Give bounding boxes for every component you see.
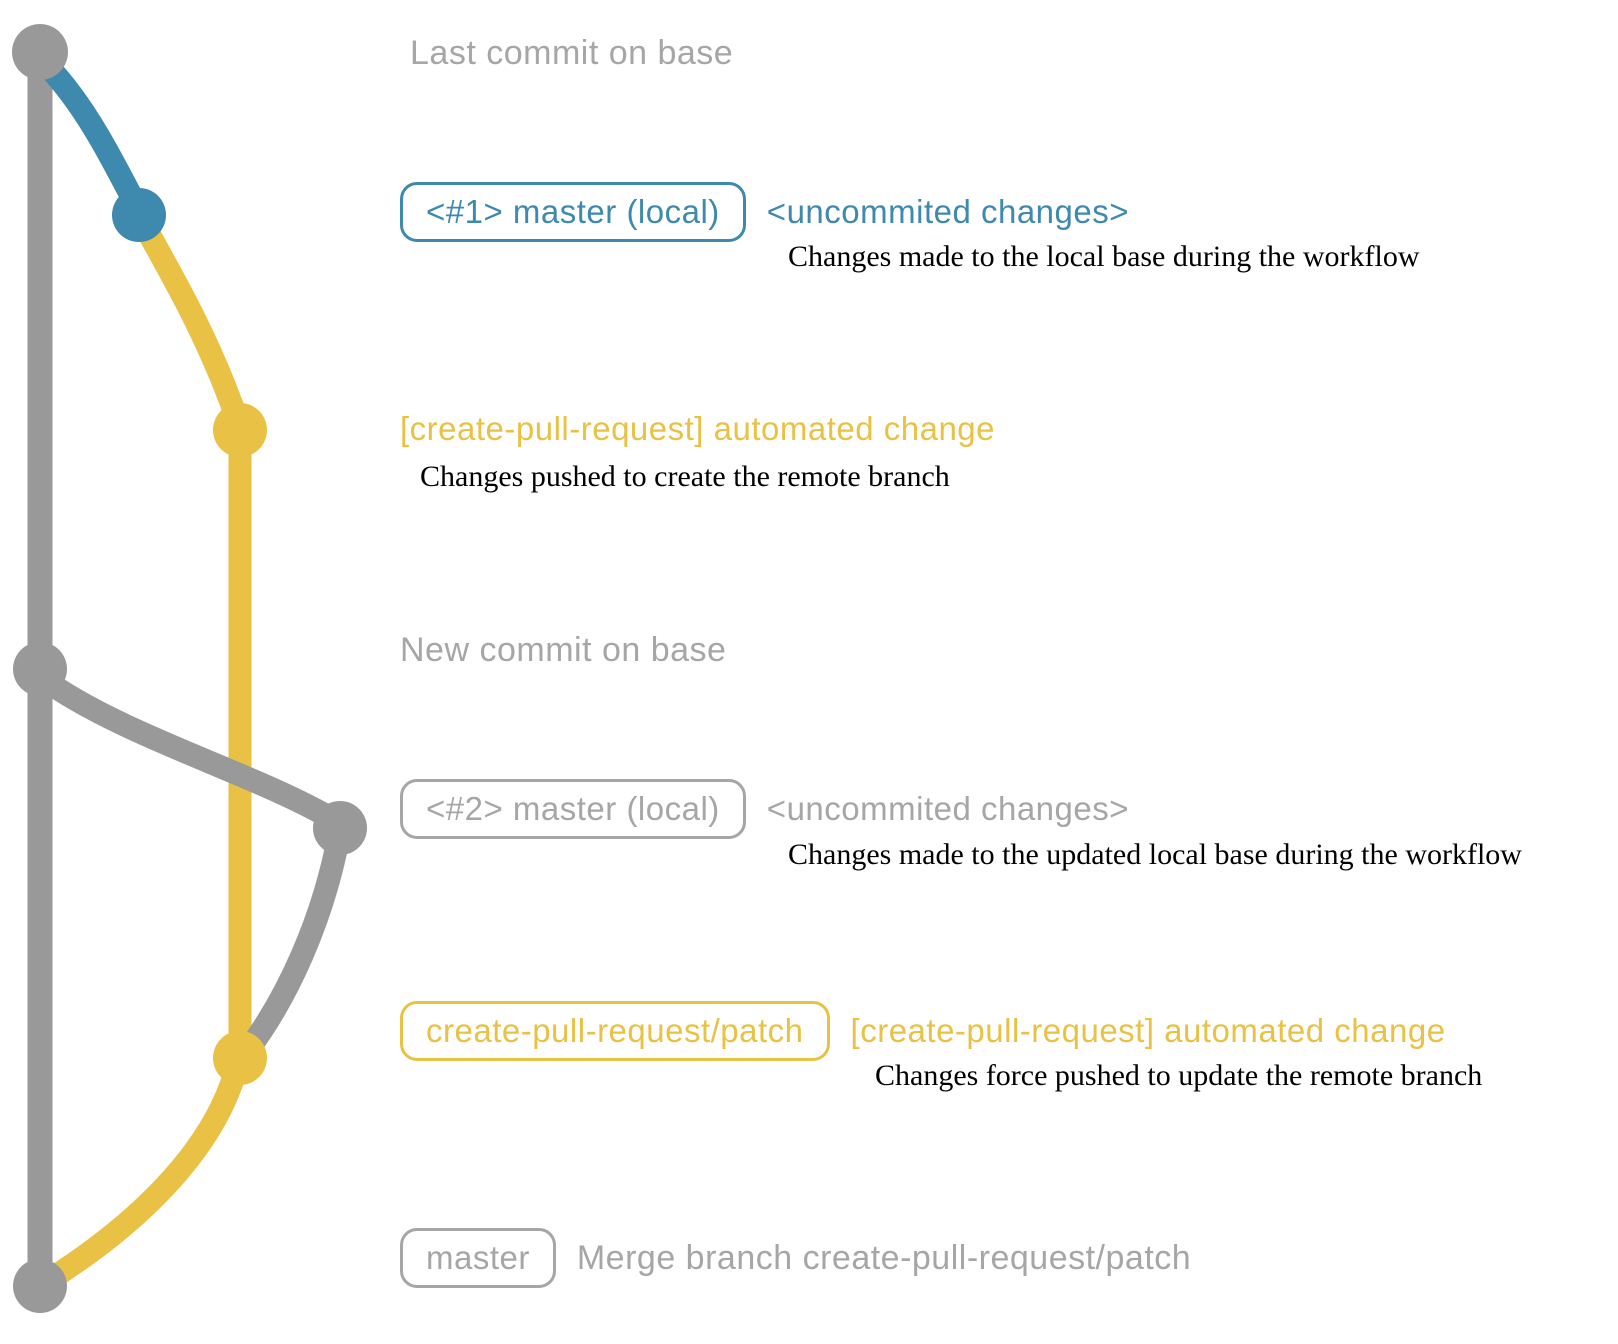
branch-local-master-1 [28,46,149,219]
caption-local-base-changes-1: Changes made to the local base during th… [788,240,1420,273]
caption-updated-local-base-changes: Changes made to the updated local base d… [788,838,1522,871]
branch-local-master-2-upper [30,666,346,832]
label-last-commit-on-base: Last commit on base [410,34,734,72]
branch-badge-create-pull-request-patch: create-pull-request/patch [400,1001,830,1061]
branch-local-master-2-lower [236,828,350,1062]
caption-pushed-to-create: Changes pushed to create the remote bran… [420,460,950,493]
commit-node-last-commit-on-base [12,24,68,80]
commit-node-local-master-2 [313,801,367,855]
branch-patch-merge-curve [34,1050,250,1294]
commit-message-automated-change-1: [create-pull-request] automated change [400,410,996,447]
caption-force-pushed-update: Changes force pushed to update the remot… [875,1059,1483,1092]
row-patch-branch: create-pull-request/patch [create-pull-r… [400,1001,1446,1061]
commit-node-new-commit-on-base [13,642,67,696]
row-local-master-1: <#1> master (local) <uncommited changes> [400,182,1129,242]
commit-node-patch-2 [213,1031,267,1085]
commit-message-uncommited-2: <uncommited changes> [766,790,1130,827]
label-new-commit-on-base: New commit on base [400,631,727,669]
commit-message-automated-change-2: [create-pull-request] automated change [850,1012,1446,1049]
branch-patch-upper-curve [127,204,251,437]
row-local-master-2: <#2> master (local) <uncommited changes> [400,779,1129,839]
commit-node-local-master-1 [112,188,166,242]
branch-badge-master: master [400,1228,556,1288]
row-merge-commit: master Merge branch create-pull-request/… [400,1228,1191,1288]
branch-badge-master-local-2: <#2> master (local) [400,779,746,839]
commit-message-uncommited-1: <uncommited changes> [766,193,1130,230]
commit-graph [12,24,367,1313]
branch-badge-master-local-1: <#1> master (local) [400,182,746,242]
commit-node-patch-1 [213,403,267,457]
commit-node-merge [13,1259,67,1313]
commit-message-merge-branch: Merge branch create-pull-request/patch [576,1238,1192,1277]
